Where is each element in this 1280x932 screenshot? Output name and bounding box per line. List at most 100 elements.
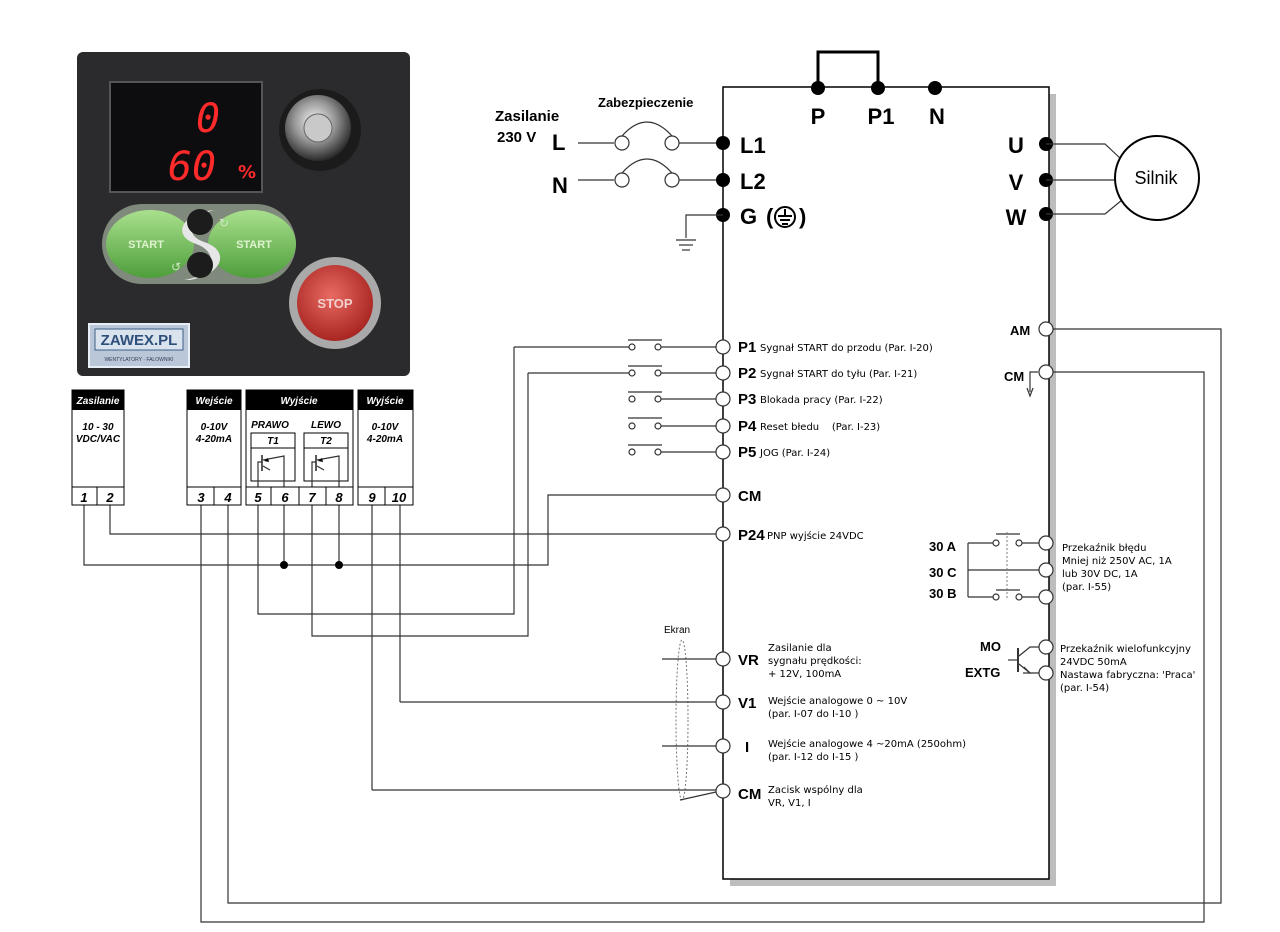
knob-cap — [303, 113, 333, 143]
relay-desc-3: lub 30V DC, 1A — [1062, 569, 1138, 580]
terminal-block-output-analog: Wyjście 0-10V 4-20mA 9 10 — [357, 389, 414, 506]
display-unit: % — [238, 162, 256, 183]
supply-l: L — [552, 130, 565, 155]
relay-30c-label: 30 C — [929, 565, 957, 580]
terminal-cm-label: CM — [738, 488, 761, 505]
ground-icon — [774, 206, 796, 228]
input-row: P3 Blokada pracy (Par. I-22) — [628, 391, 883, 408]
relay-desc-4: (par. I-55) — [1062, 582, 1111, 593]
start-reverse-button[interactable]: START — [208, 210, 296, 278]
vr-desc-1: Zasilanie dla — [768, 643, 832, 654]
relay-30a-label: 30 A — [929, 539, 957, 554]
input-p3-desc: Blokada pracy (Par. I-22) — [760, 395, 883, 406]
cm-analog-desc-2: VR, V1, I — [768, 798, 811, 809]
optocoupler-t1-icon — [251, 447, 295, 487]
terminal-l2-dot — [716, 173, 730, 187]
terminal-block-input: Wejście 0-10V 4-20mA 3 4 — [186, 389, 242, 506]
block-body-line: 0-10V — [372, 422, 400, 433]
terminal-am-label: AM — [1010, 323, 1030, 338]
junction-dot — [280, 561, 288, 569]
ground-paren-close: ) — [799, 204, 806, 229]
terminal-cm-digital — [715, 487, 731, 503]
cm-analog-desc-1: Zacisk wspólny dla — [768, 784, 863, 796]
led-forward-icon — [187, 209, 213, 235]
optocoupler-label: T1 — [267, 436, 279, 447]
terminal-number: 4 — [223, 490, 232, 505]
shield-label: Ekran — [664, 625, 690, 636]
input-p4-desc: Reset błedu (Par. I-23) — [760, 422, 880, 433]
input-p1-label: P1 — [738, 339, 756, 356]
supply-n: N — [552, 173, 568, 198]
shield-ellipse — [675, 639, 689, 801]
rotate-ccw-icon: ↺ — [171, 260, 181, 274]
stop-button[interactable]: STOP — [289, 257, 381, 349]
display-bottom-value: 60 — [168, 144, 216, 190]
optocoupler-t2-icon — [304, 447, 348, 487]
transistor-icon — [1008, 639, 1054, 681]
terminal-number: 5 — [254, 490, 262, 505]
terminal-number: 2 — [105, 490, 114, 505]
terminal-v1 — [715, 694, 731, 710]
block-body-line: 4-20mA — [366, 434, 403, 445]
terminal-i-label: I — [745, 739, 749, 756]
i-desc-2: (par. I-12 do I-15 ) — [768, 752, 858, 763]
block-header: Wejście — [195, 396, 232, 407]
fuse-l-arc — [621, 121, 673, 137]
v1-desc-1: Wejście analogowe 0 ~ 10V — [768, 695, 907, 707]
i-desc-1: Wejście analogowe 4 ~20mA (250ohm) — [768, 738, 966, 750]
input-row: P1 Sygnał START do przodu (Par. I-20) — [514, 339, 933, 356]
terminal-w-label: W — [1006, 205, 1027, 230]
input-row: P5 JOG (Par. I-24) — [628, 444, 830, 461]
fuse-n-arc — [621, 158, 673, 174]
vr-desc-3: + 12V, 100mA — [768, 669, 841, 680]
block-body-line: PRAWO — [251, 420, 289, 431]
input-p4-label: P4 — [738, 418, 757, 435]
fuse-n-out — [664, 172, 680, 188]
wire-cm-loop — [200, 371, 1205, 923]
start-forward-button[interactable]: START — [106, 210, 194, 278]
terminal-number: 6 — [281, 490, 289, 505]
input-p1-desc: Sygnał START do przodu (Par. I-20) — [760, 343, 933, 354]
terminal-p1-dot — [871, 81, 885, 95]
brand-text: ZAWEX.PL — [101, 332, 178, 349]
input-p5-label: P5 — [738, 444, 756, 461]
cm-arrow-icon — [1026, 371, 1038, 398]
terminal-p-dot — [811, 81, 825, 95]
terminal-vr-label: VR — [738, 652, 759, 669]
terminal-n-label: N — [929, 104, 945, 129]
supply-voltage: 230 V — [497, 129, 536, 146]
terminal-number: 3 — [197, 490, 205, 505]
rotate-cw-icon: ↻ — [219, 216, 229, 230]
speed-knob[interactable] — [279, 89, 361, 171]
protection-label: Zabezpieczenie — [598, 95, 693, 110]
terminal-vr — [715, 651, 731, 667]
ground-wire — [685, 214, 723, 238]
terminal-l1-dot — [716, 136, 730, 150]
shield-drain — [679, 791, 717, 801]
led-reverse-icon — [187, 252, 213, 278]
block-header: Wyjście — [280, 396, 317, 407]
terminal-number: 7 — [308, 490, 316, 505]
terminal-mo-label: MO — [980, 639, 1001, 654]
v1-desc-2: (par. I-07 do I-10 ) — [768, 709, 858, 720]
supply-title: Zasilanie — [495, 108, 559, 125]
terminal-p24-desc: PNP wyjście 24VDC — [767, 530, 864, 542]
input-p2-desc: Sygnał START do tyłu (Par. I-21) — [760, 369, 917, 380]
input-row: P4 Reset błedu (Par. I-23) — [628, 417, 880, 435]
input-p3-label: P3 — [738, 391, 756, 408]
ground-paren-open: ( — [766, 204, 774, 229]
terminal-i — [715, 738, 731, 754]
wire-u — [1046, 143, 1123, 161]
fault-relay — [967, 532, 1054, 605]
inverter-body — [722, 86, 1050, 880]
relay-desc-1: Przekaźnik błędu — [1062, 542, 1146, 554]
terminal-cm-right-label: CM — [1004, 369, 1024, 384]
fuse-l-out — [664, 135, 680, 151]
terminal-number: 10 — [392, 490, 407, 505]
input-row: P2 Sygnał START do tyłu (Par. I-21) — [528, 365, 917, 382]
terminal-l1-label: L1 — [740, 133, 766, 158]
block-body-line: 10 - 30 — [82, 422, 114, 433]
terminal-v-label: V — [1009, 170, 1024, 195]
terminal-p1-label: P1 — [868, 104, 895, 129]
vr-desc-2: sygnału prędkości: — [768, 655, 862, 667]
